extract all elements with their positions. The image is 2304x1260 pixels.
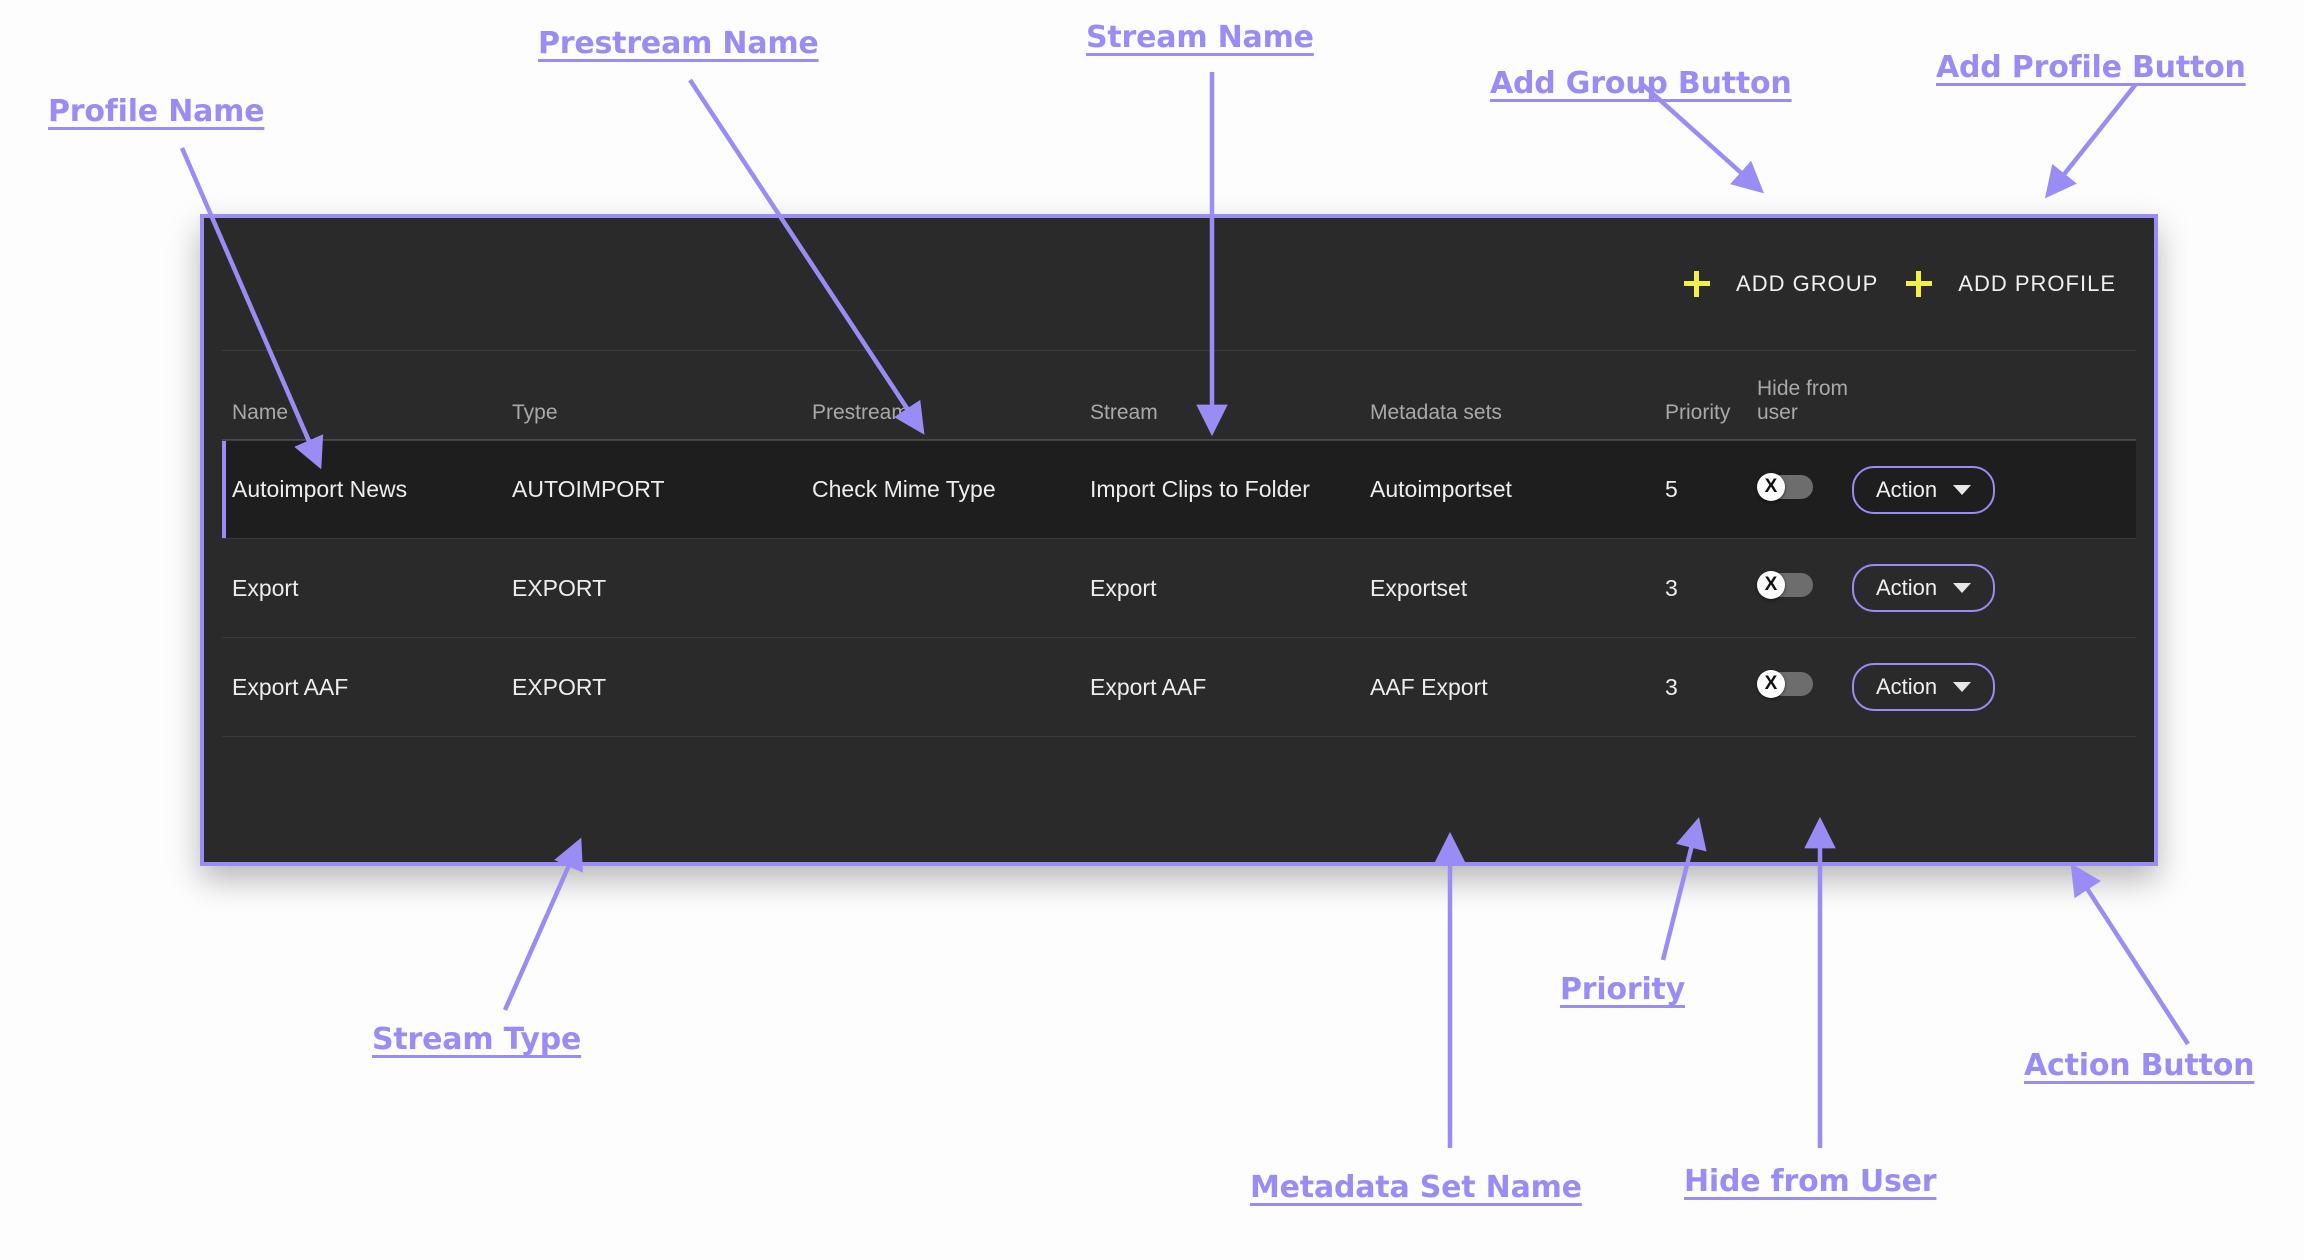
column-header-hide-from-user: Hide from user — [1757, 377, 1849, 424]
cell-metadata-sets: Autoimportset — [1370, 476, 1512, 502]
chevron-down-icon — [1953, 583, 1972, 593]
arrow-add-profile-button — [2044, 82, 2138, 199]
table-header-row: Name Type Prestream Stream Metadata sets… — [222, 351, 2136, 439]
cell-action: Action — [1852, 663, 2112, 711]
annotation-prestream-name: Prestream Name — [538, 26, 819, 61]
action-button[interactable]: Action — [1852, 564, 1996, 612]
table-row[interactable]: Export AAF EXPORT Export AAF AAF Export … — [222, 638, 2136, 737]
panel-toolbar: ADD GROUP ADD PROFILE — [204, 218, 2154, 350]
annotation-stream-type: Stream Type — [372, 1022, 582, 1057]
cell-metadata-sets: AAF Export — [1370, 673, 1488, 700]
toggle-knob-x-icon: X — [1757, 670, 1785, 698]
cell-name: Export AAF — [232, 673, 349, 700]
action-button[interactable]: Action — [1852, 663, 1996, 711]
header-separator — [222, 439, 2136, 440]
column-header-metadata-sets: Metadata sets — [1370, 401, 1502, 424]
add-group-label: ADD GROUP — [1736, 271, 1879, 296]
table-row[interactable]: Autoimport News AUTOIMPORT Check Mime Ty… — [222, 440, 2136, 539]
chevron-down-icon — [1953, 682, 1972, 692]
cell-action: Action — [1852, 465, 2112, 514]
profiles-table: Name Type Prestream Stream Metadata sets… — [204, 351, 2154, 737]
action-button-label: Action — [1876, 476, 1938, 502]
add-profile-label: ADD PROFILE — [1958, 271, 2116, 296]
cell-priority: 3 — [1665, 673, 1678, 700]
cell-name: Autoimport News — [232, 476, 408, 502]
annotation-action-button: Action Button — [2024, 1048, 2255, 1083]
cell-priority: 3 — [1665, 574, 1678, 601]
chevron-down-icon — [1953, 484, 1972, 495]
action-button-label: Action — [1876, 575, 1938, 600]
cell-stream: Import Clips to Folder — [1090, 476, 1310, 502]
plus-icon — [1684, 271, 1711, 297]
annotation-metadata-set-name: Metadata Set Name — [1250, 1170, 1582, 1205]
table-row[interactable]: Export EXPORT Export Exportset 3 X Actio… — [222, 539, 2136, 638]
toolbar-divider — [222, 350, 2136, 351]
cell-type: AUTOIMPORT — [512, 476, 665, 502]
annotation-add-profile-button: Add Profile Button — [1936, 50, 2246, 85]
annotation-priority: Priority — [1560, 972, 1686, 1007]
cell-hide-from-user: X — [1757, 571, 1852, 605]
hide-from-user-toggle[interactable]: X — [1757, 670, 1813, 698]
cell-priority: 5 — [1665, 476, 1678, 502]
annotation-add-group-button: Add Group Button — [1490, 66, 1792, 101]
cell-type: EXPORT — [512, 673, 607, 700]
cell-stream: Export — [1090, 574, 1157, 601]
arrow-action-button — [2070, 863, 2190, 1046]
column-header-stream: Stream — [1090, 401, 1158, 424]
hide-from-user-toggle[interactable]: X — [1757, 472, 1813, 501]
column-header-type: Type — [512, 401, 558, 424]
annotation-profile-name: Profile Name — [48, 94, 265, 129]
cell-name: Export — [232, 574, 299, 601]
column-header-priority: Priority — [1665, 401, 1731, 424]
toggle-knob-x-icon: X — [1757, 472, 1785, 501]
action-button[interactable]: Action — [1852, 465, 1996, 514]
cell-metadata-sets: Exportset — [1370, 574, 1468, 601]
cell-action: Action — [1852, 564, 2112, 612]
action-button-label: Action — [1876, 674, 1938, 699]
add-profile-button[interactable]: ADD PROFILE — [1892, 263, 2130, 305]
toggle-knob-x-icon: X — [1757, 571, 1785, 599]
add-group-button[interactable]: ADD GROUP — [1670, 263, 1892, 305]
plus-icon — [1906, 271, 1933, 297]
annotation-hide-from-user: Hide from User — [1684, 1164, 1937, 1199]
cell-hide-from-user: X — [1757, 670, 1852, 704]
cell-hide-from-user: X — [1757, 472, 1852, 507]
cell-stream: Export AAF — [1090, 673, 1207, 700]
arrow-stream-type — [502, 837, 583, 1011]
cell-prestream: Check Mime Type — [812, 476, 996, 502]
column-header-prestream: Prestream — [812, 401, 909, 424]
profiles-panel: ADD GROUP ADD PROFILE Name Type Prestrea… — [200, 214, 2158, 866]
hide-from-user-toggle[interactable]: X — [1757, 571, 1813, 599]
cell-type: EXPORT — [512, 574, 607, 601]
annotation-stream-name: Stream Name — [1086, 20, 1314, 55]
column-header-name: Name — [232, 401, 289, 424]
